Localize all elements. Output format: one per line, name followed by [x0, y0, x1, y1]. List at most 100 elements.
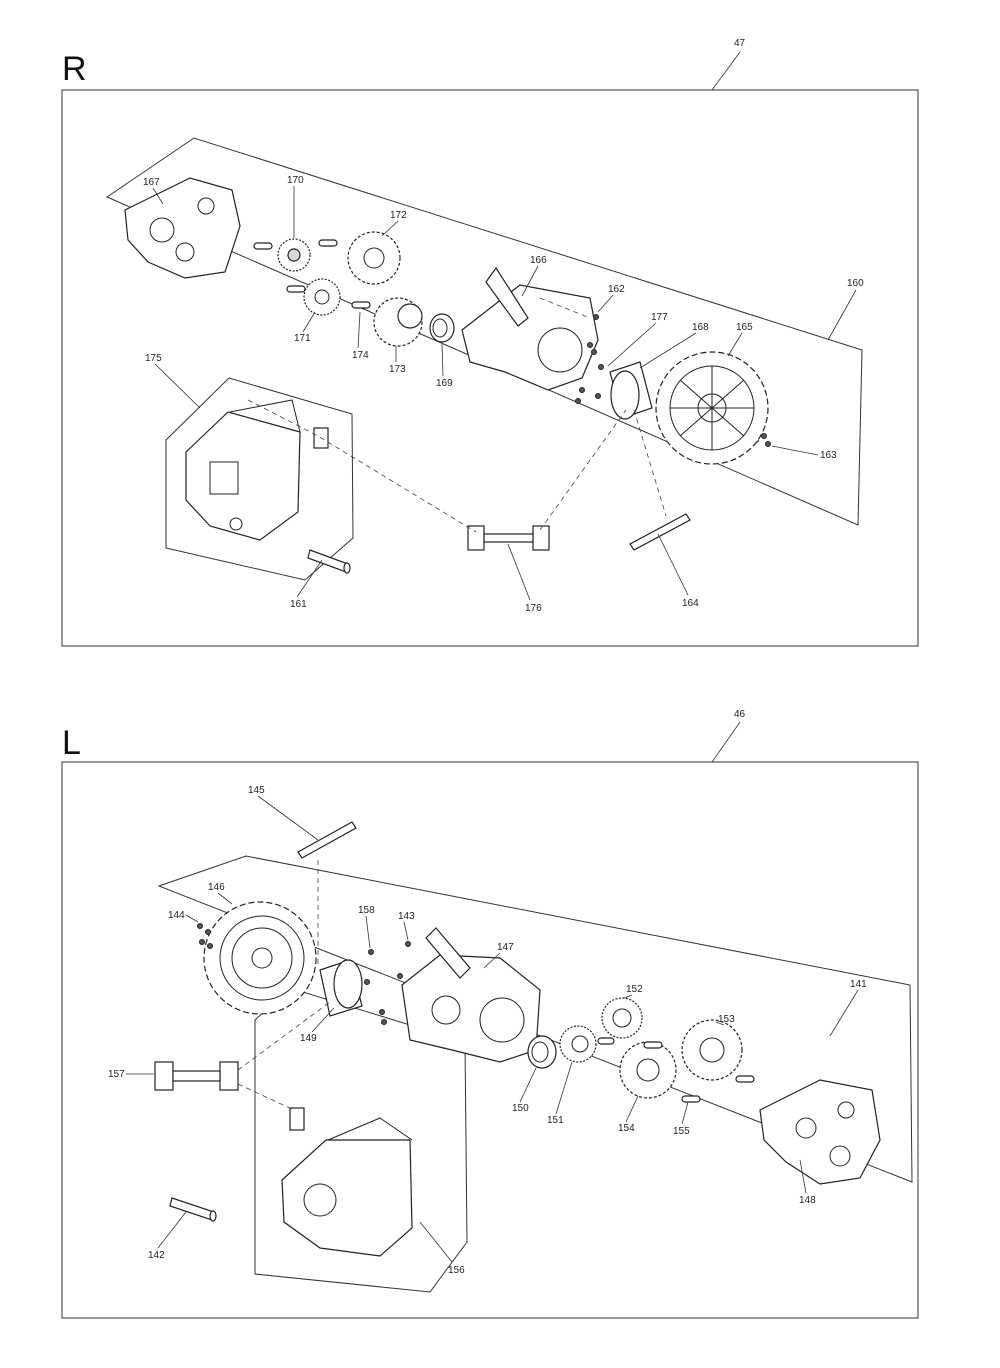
- gear-icon: [601, 997, 643, 1039]
- callout-leader: [365, 915, 371, 949]
- callout-leader: [657, 533, 689, 596]
- callout-leader: [829, 989, 859, 1037]
- motor-icon: [609, 361, 653, 420]
- callout-label: 169: [436, 378, 453, 389]
- callout-leader: [381, 220, 399, 237]
- callout-label: 141: [850, 979, 867, 990]
- pin-icon: [253, 239, 371, 309]
- gear-icon: [303, 278, 341, 316]
- callout-label: 166: [530, 255, 547, 266]
- callout-leader: [302, 311, 316, 333]
- callout-label: 163: [820, 450, 837, 461]
- key-icon: [297, 821, 357, 859]
- coupling-shaft-icon: [467, 525, 550, 551]
- callout-leader: [217, 892, 233, 905]
- callout-leader: [607, 322, 657, 367]
- assembly-path: [539, 409, 627, 531]
- gear-icon: [277, 238, 311, 272]
- callout-leader: [419, 1221, 453, 1263]
- callout-label: 146: [208, 882, 225, 893]
- assembly-path: [247, 399, 477, 533]
- gear-housing-icon: [759, 1079, 881, 1185]
- gear-icon: [619, 1041, 677, 1099]
- callout-label: 156: [448, 1265, 465, 1276]
- wheel-icon: [203, 901, 317, 1015]
- gear-icon: [347, 231, 401, 285]
- callout-leader: [623, 994, 633, 999]
- assembly-path: [237, 1083, 295, 1111]
- gearbox-icon: [461, 266, 599, 391]
- callout-leader: [403, 921, 409, 941]
- callout-label: 177: [651, 312, 668, 323]
- callout-leader: [507, 543, 531, 601]
- callout-label: 149: [300, 1033, 317, 1044]
- callout-label: 172: [390, 210, 407, 221]
- gear-housing-icon: [281, 1117, 413, 1257]
- section-frame-l: [61, 761, 919, 1319]
- callout-label: 161: [290, 599, 307, 610]
- callout-leader: [639, 332, 697, 369]
- callout-label: 148: [799, 1195, 816, 1206]
- gear-icon: [559, 1025, 597, 1063]
- callout-leader: [715, 1021, 725, 1026]
- callout-leader: [357, 311, 361, 349]
- group-leader-l: [711, 721, 741, 763]
- callout-label: 158: [358, 905, 375, 916]
- callout-leader: [799, 1159, 807, 1194]
- shaft-icon: [169, 1197, 217, 1222]
- clip-icon: [289, 1107, 305, 1131]
- section-letter-r: R: [62, 50, 87, 88]
- key-icon: [629, 513, 691, 551]
- coupling-shaft-icon: [154, 1061, 239, 1091]
- callout-leader: [681, 1101, 689, 1125]
- callout-leader: [555, 1061, 573, 1115]
- gear-icon: [681, 1019, 743, 1081]
- gearbox-icon: [401, 927, 541, 1063]
- callout-leader: [441, 343, 444, 377]
- callout-leader: [257, 795, 319, 841]
- callout-label: 162: [608, 284, 625, 295]
- group-number-r: 47: [734, 38, 746, 49]
- callout-label: 157: [108, 1069, 125, 1080]
- callout-leader: [771, 445, 819, 456]
- callout-label: 167: [143, 177, 160, 188]
- callout-leader: [296, 559, 323, 598]
- section-letter-l: L: [62, 724, 81, 762]
- callout-leader: [152, 187, 164, 205]
- callout-label: 175: [145, 353, 162, 364]
- screw-icon: [197, 923, 411, 1025]
- section-l: L 46: [61, 709, 919, 1319]
- callout-leader: [827, 289, 857, 341]
- assembly-path: [633, 409, 667, 517]
- callout-label: 173: [389, 364, 406, 375]
- wheel-icon: [655, 351, 769, 465]
- gear-icon: [373, 297, 423, 347]
- callout-leader: [154, 363, 201, 409]
- callout-label: 147: [497, 942, 514, 953]
- assembly-path: [237, 1001, 331, 1071]
- callout-label: 171: [294, 333, 311, 344]
- callout-leader: [625, 1095, 639, 1123]
- assembly-outline-r: [105, 137, 863, 526]
- callout-label: 151: [547, 1115, 564, 1126]
- callout-label: 155: [673, 1126, 690, 1137]
- shaft-icon: [307, 549, 351, 574]
- callout-leader: [519, 1067, 537, 1103]
- callout-leader: [311, 1007, 335, 1033]
- callout-label: 160: [847, 278, 864, 289]
- callout-label: 143: [398, 911, 415, 922]
- callout-label: 153: [718, 1014, 735, 1025]
- callout-label: 152: [626, 984, 643, 995]
- callout-label: 154: [618, 1123, 635, 1134]
- callout-label: 142: [148, 1250, 165, 1261]
- callout-label: 144: [168, 910, 185, 921]
- group-number-l: 46: [734, 709, 746, 720]
- callout-label: 176: [525, 603, 542, 614]
- callout-leader: [597, 294, 614, 313]
- callout-label: 150: [512, 1103, 529, 1114]
- gear-housing-icon: [185, 399, 301, 541]
- callout-leader: [185, 914, 199, 923]
- group-leader-r: [711, 51, 741, 91]
- subassembly-outline-175: [165, 377, 354, 581]
- motor-icon: [319, 959, 363, 1017]
